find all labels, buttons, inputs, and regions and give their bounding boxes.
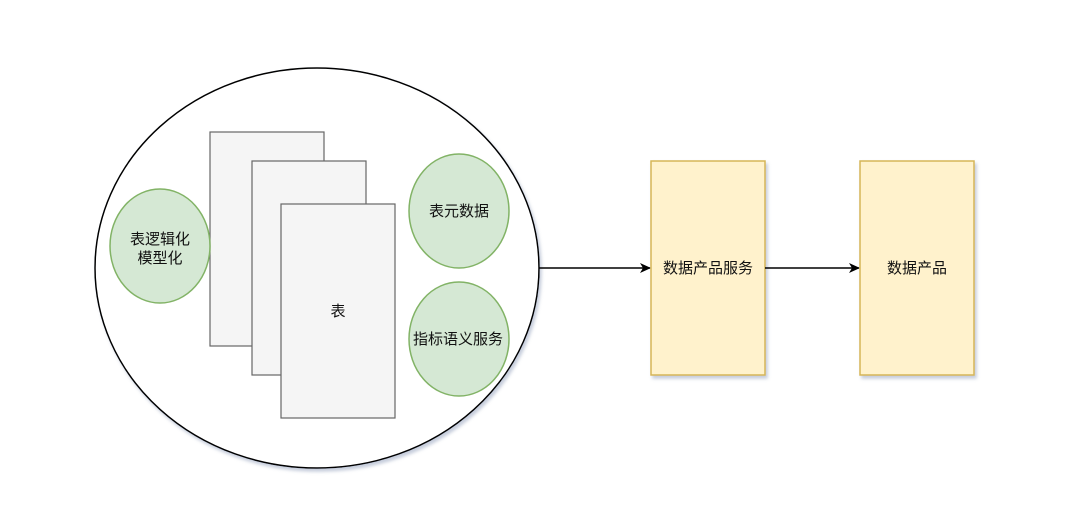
table-metadata-label: 表元数据 [429,202,489,220]
logical-model-label-line2: 模型化 [137,249,182,267]
data-product-label: 数据产品 [887,259,947,277]
logical-model-label-line1: 表逻辑化 [130,230,190,248]
data-product-service-label: 数据产品服务 [663,259,753,277]
data-product-service-box[interactable] [650,160,766,376]
metric-semantic-label: 指标语义服务 [413,330,503,348]
logical-model-circle[interactable] [109,188,211,304]
table-metadata-circle[interactable] [408,153,510,269]
data-product-box[interactable] [859,160,975,376]
table-sheet-front[interactable] [280,203,396,419]
metric-semantic-circle[interactable] [408,281,510,397]
table-label: 表 [330,302,345,320]
